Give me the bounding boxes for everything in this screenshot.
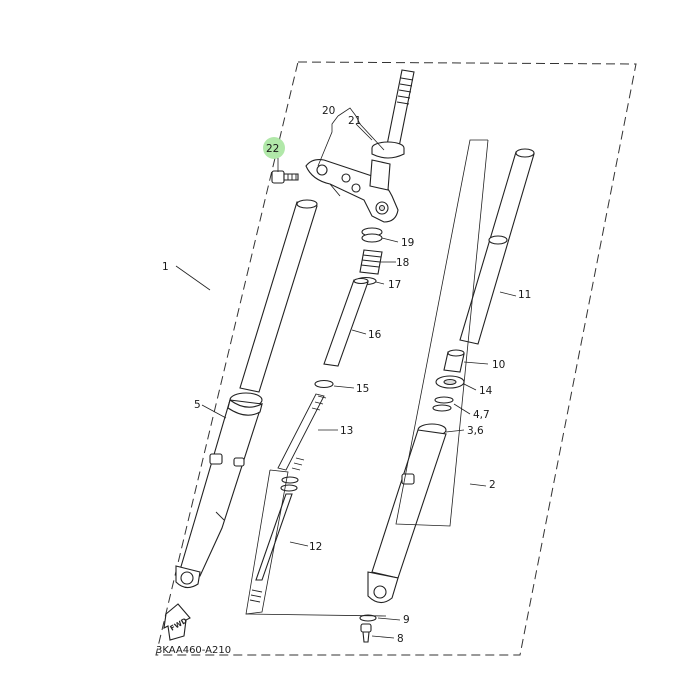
assembly-boundary — [155, 61, 637, 656]
left-inner-tube[interactable] — [239, 199, 318, 393]
callout-11: 11 — [518, 289, 531, 301]
callout-4-7: 4,7 — [473, 409, 490, 421]
callout-21: 21 — [348, 115, 361, 127]
callout-1: 1 — [162, 261, 169, 273]
right-inner-tube-11[interactable] — [459, 148, 535, 345]
oil-seal-14[interactable] — [435, 375, 465, 389]
callout-labels: 1 2 3,6 4,7 5 8 9 10 11 12 13 14 15 16 1… — [162, 105, 531, 645]
left-outer-tube[interactable] — [175, 392, 263, 589]
fwd-arrow-icon: FWD — [163, 603, 191, 641]
callout-12: 12 — [309, 541, 322, 553]
steering-stem[interactable] — [371, 69, 415, 159]
diagram-code: 3KAA460-A210 — [156, 645, 231, 656]
washer-9[interactable] — [359, 614, 377, 622]
callout-14: 14 — [479, 385, 493, 397]
highlight-marker — [263, 137, 285, 159]
spacer-16[interactable] — [323, 277, 369, 367]
fork-spring-13[interactable] — [277, 393, 327, 471]
callout-10: 10 — [492, 359, 505, 371]
callout-2: 2 — [489, 479, 496, 491]
callout-16: 16 — [368, 329, 382, 341]
oil-seal-19[interactable] — [361, 227, 383, 243]
washer-15[interactable] — [314, 379, 334, 389]
washers-4-7[interactable] — [432, 396, 454, 412]
bushing-10[interactable] — [443, 349, 465, 373]
callout-22: 22 — [266, 143, 279, 155]
damper-rod-12[interactable] — [249, 476, 299, 603]
callout-17: 17 — [388, 279, 401, 291]
right-outer-tube-2[interactable] — [367, 423, 447, 604]
callout-13: 13 — [340, 425, 353, 437]
fork-cap-18[interactable] — [359, 249, 383, 275]
callout-3-6: 3,6 — [467, 425, 484, 437]
callout-20: 20 — [322, 105, 335, 117]
callout-18: 18 — [396, 257, 409, 269]
callout-9: 9 — [403, 614, 410, 626]
bracket-bolt[interactable] — [271, 170, 299, 184]
callout-15: 15 — [356, 383, 369, 395]
callout-19: 19 — [401, 237, 414, 249]
bolt-8[interactable] — [360, 623, 372, 643]
leader-lines — [175, 107, 517, 639]
under-bracket[interactable] — [305, 159, 399, 223]
callout-8: 8 — [397, 633, 404, 645]
callout-5: 5 — [194, 399, 201, 411]
